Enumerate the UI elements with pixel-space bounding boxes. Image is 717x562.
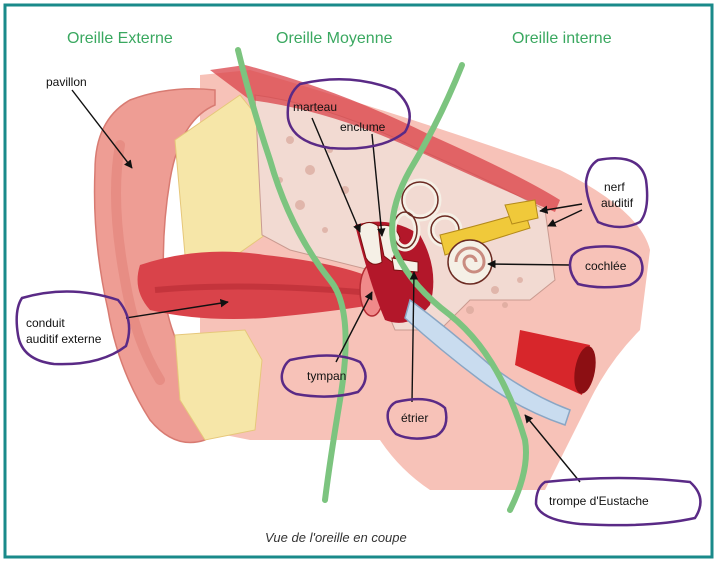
label-pavillon: pavillon (46, 75, 87, 89)
label-enclume: enclume (340, 120, 385, 134)
zone-label-outer-ear: Oreille Externe (67, 30, 173, 48)
label-conduit-line1: conduit (26, 316, 65, 330)
zone-label-middle-ear: Oreille Moyenne (276, 30, 393, 48)
label-etrier: étrier (401, 411, 428, 425)
label-conduit-line2: auditif externe (26, 332, 101, 346)
diagram-caption: Vue de l'oreille en coupe (265, 530, 407, 545)
label-trompe-eustache: trompe d'Eustache (549, 494, 649, 508)
arrow-cochlee (488, 264, 570, 265)
label-nerf-auditif-line1: nerf (604, 180, 625, 194)
zone-label-inner-ear: Oreille interne (512, 30, 612, 48)
label-cochlee: cochlée (585, 259, 626, 273)
cochlea-shape (448, 240, 492, 284)
label-tympan: tympan (307, 369, 346, 383)
label-marteau: marteau (293, 100, 337, 114)
label-nerf-auditif-line2: auditif (601, 196, 633, 210)
